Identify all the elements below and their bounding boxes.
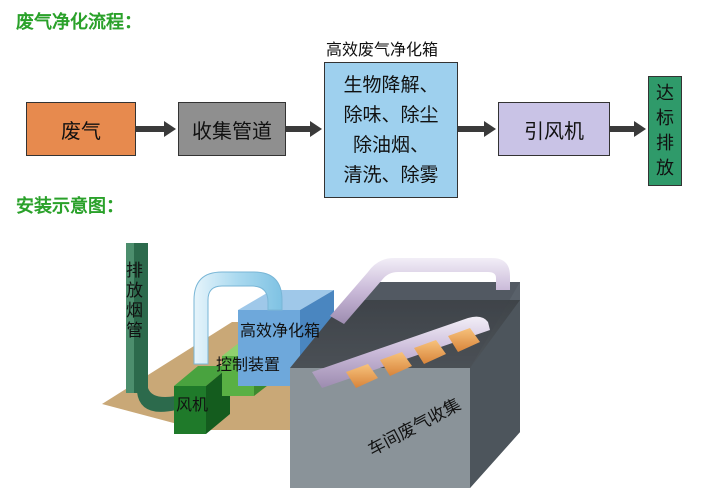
flow-step-fan: 引风机 (498, 102, 610, 156)
flow-step-purifier: 生物降解、 除味、除尘 除油烟、 清洗、除雾 (324, 62, 458, 198)
flow-step-exhaust: 废气 (26, 102, 136, 156)
install-heading: 安装示意图： (16, 196, 124, 217)
chimney-label-char: 放 (126, 281, 143, 301)
flow-step-discharge-char: 排 (656, 133, 674, 154)
chimney-label-char: 管 (126, 321, 143, 341)
flow-step-discharge-char: 达 (656, 83, 674, 104)
purifier-box-label: 高效净化箱 (240, 321, 320, 340)
flow-step-purifier-line: 除味、除尘 (343, 104, 439, 126)
chimney-label: 排 放 烟 管 (126, 261, 143, 341)
flow-step-fan-label: 引风机 (524, 118, 584, 143)
flow-step-purifier-line: 清洗、除雾 (343, 164, 439, 186)
chimney (126, 243, 176, 412)
collection-hoods (346, 328, 480, 388)
flow-step-pipe-label: 收集管道 (192, 118, 272, 143)
chimney-label-char: 排 (126, 261, 143, 281)
air-duct (193, 271, 283, 365)
chimney-label-char: 烟 (126, 301, 143, 321)
flow-box-title: 高效废气净化箱 (326, 40, 439, 59)
flow-step-discharge: 达 标 排 放 (648, 76, 682, 186)
flow-step-discharge-char: 标 (656, 108, 674, 129)
fan-unit-label: 风机 (176, 395, 208, 414)
control-unit-label: 控制装置 (216, 355, 280, 374)
flow-step-discharge-char: 放 (656, 158, 674, 179)
process-heading: 废气净化流程： (16, 12, 142, 33)
flow-step-pipe: 收集管道 (178, 102, 286, 156)
flow-step-exhaust-label: 废气 (61, 118, 101, 143)
flow-step-purifier-line: 除油烟、 (352, 134, 429, 156)
flow-step-purifier-line: 生物降解、 (343, 74, 439, 96)
